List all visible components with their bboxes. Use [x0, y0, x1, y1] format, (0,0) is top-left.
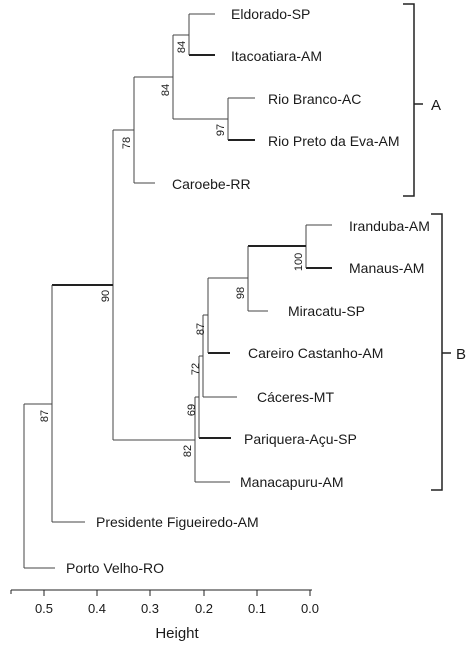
leaf-rio-branco: Rio Branco-AC: [268, 91, 361, 107]
bootstrap-label: 69: [186, 404, 198, 416]
axis-tick-label: 0.2: [195, 601, 213, 616]
bootstrap-label: 82: [182, 445, 194, 457]
bootstrap-label: 78: [121, 137, 133, 149]
leaf-manaus: Manaus-AM: [349, 260, 424, 276]
leaf-manacapuru: Manacapuru-AM: [240, 474, 344, 490]
leaf-iranduba: Iranduba-AM: [349, 218, 430, 234]
bootstrap-label: 84: [176, 41, 188, 53]
leaf-rio-preto: Rio Preto da Eva-AM: [268, 133, 400, 149]
leaf-miracatu: Miracatu-SP: [288, 303, 365, 319]
bootstrap-label: 84: [160, 84, 172, 96]
group-label-a: A: [431, 97, 441, 114]
bootstrap-values: 84 84 97 78 100 98 87 72 69 82 90 87: [39, 41, 305, 457]
axis-title: Height: [155, 625, 199, 642]
leaf-eldorado: Eldorado-SP: [231, 6, 310, 22]
axis-tick-label: 0.5: [35, 601, 53, 616]
leaf-caceres: Cáceres-MT: [257, 389, 334, 405]
axis-tick-label: 0.4: [88, 601, 106, 616]
group-bracket-a: A: [403, 3, 441, 197]
bootstrap-label: 72: [190, 363, 202, 375]
group-label-b: B: [456, 346, 466, 363]
leaf-pariquera: Pariquera-Açu-SP: [244, 431, 357, 447]
leaf-itacoatiara: Itacoatiara-AM: [231, 48, 322, 64]
leaf-caroebe: Caroebe-RR: [172, 176, 251, 192]
bootstrap-label: 87: [195, 323, 207, 335]
group-bracket-b: B: [431, 213, 466, 491]
bootstrap-label: 87: [39, 410, 51, 422]
axis-tick-label: 0.0: [301, 601, 319, 616]
bootstrap-label: 98: [235, 287, 247, 299]
bootstrap-label: 90: [100, 290, 112, 302]
bootstrap-label: 97: [215, 124, 227, 136]
bootstrap-label: 100: [293, 253, 305, 271]
axis-tick-label: 0.3: [141, 601, 159, 616]
leaf-labels: Eldorado-SP Itacoatiara-AM Rio Branco-AC…: [66, 6, 430, 576]
leaf-presidente-figueiredo: Presidente Figueiredo-AM: [96, 514, 259, 530]
tree-branches: [23, 13, 332, 569]
axis-tick-label: 0.1: [248, 601, 266, 616]
leaf-careiro: Careiro Castanho-AM: [248, 345, 383, 361]
leaf-porto-velho: Porto Velho-RO: [66, 560, 164, 576]
height-axis: 0.5 0.4 0.3 0.2 0.1 0.0 Height: [10, 589, 319, 642]
